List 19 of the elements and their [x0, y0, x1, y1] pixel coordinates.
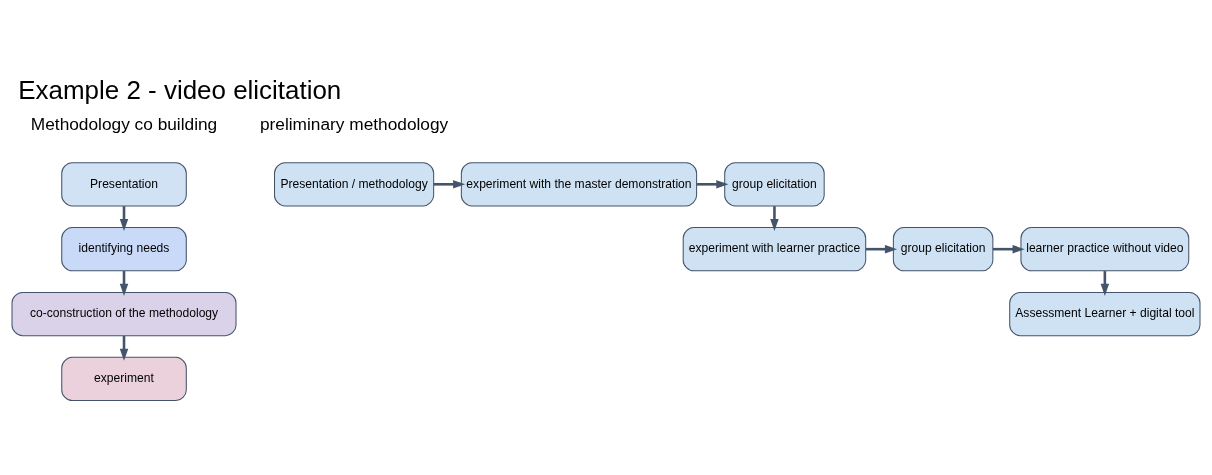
node-box: Presentation / methodology: [274, 162, 435, 207]
node-box: Assessment Learner + digital tool: [1009, 291, 1201, 337]
label: Methodology co building: [30, 113, 218, 134]
diagram-title: Example 2 - video elicitation: [18, 75, 342, 104]
node-box: group elicitation: [892, 227, 994, 272]
node-box: experiment with learner practice: [682, 227, 867, 272]
arrow: [770, 206, 779, 232]
arrow: [696, 180, 729, 189]
node-box: Presentation: [61, 162, 187, 207]
arrow: [433, 180, 466, 189]
arrow: [993, 244, 1025, 254]
node-box: experiment: [61, 356, 187, 402]
label: preliminary methodology: [259, 113, 449, 134]
node-box: identifying needs: [61, 227, 187, 272]
node-box: experiment with the master demonstration: [460, 162, 698, 207]
arrow: [866, 244, 898, 254]
node-box: co-construction of the methodology: [11, 291, 237, 337]
node-box: learner practice without video: [1020, 227, 1190, 272]
node-box: group elicitation: [724, 162, 825, 207]
